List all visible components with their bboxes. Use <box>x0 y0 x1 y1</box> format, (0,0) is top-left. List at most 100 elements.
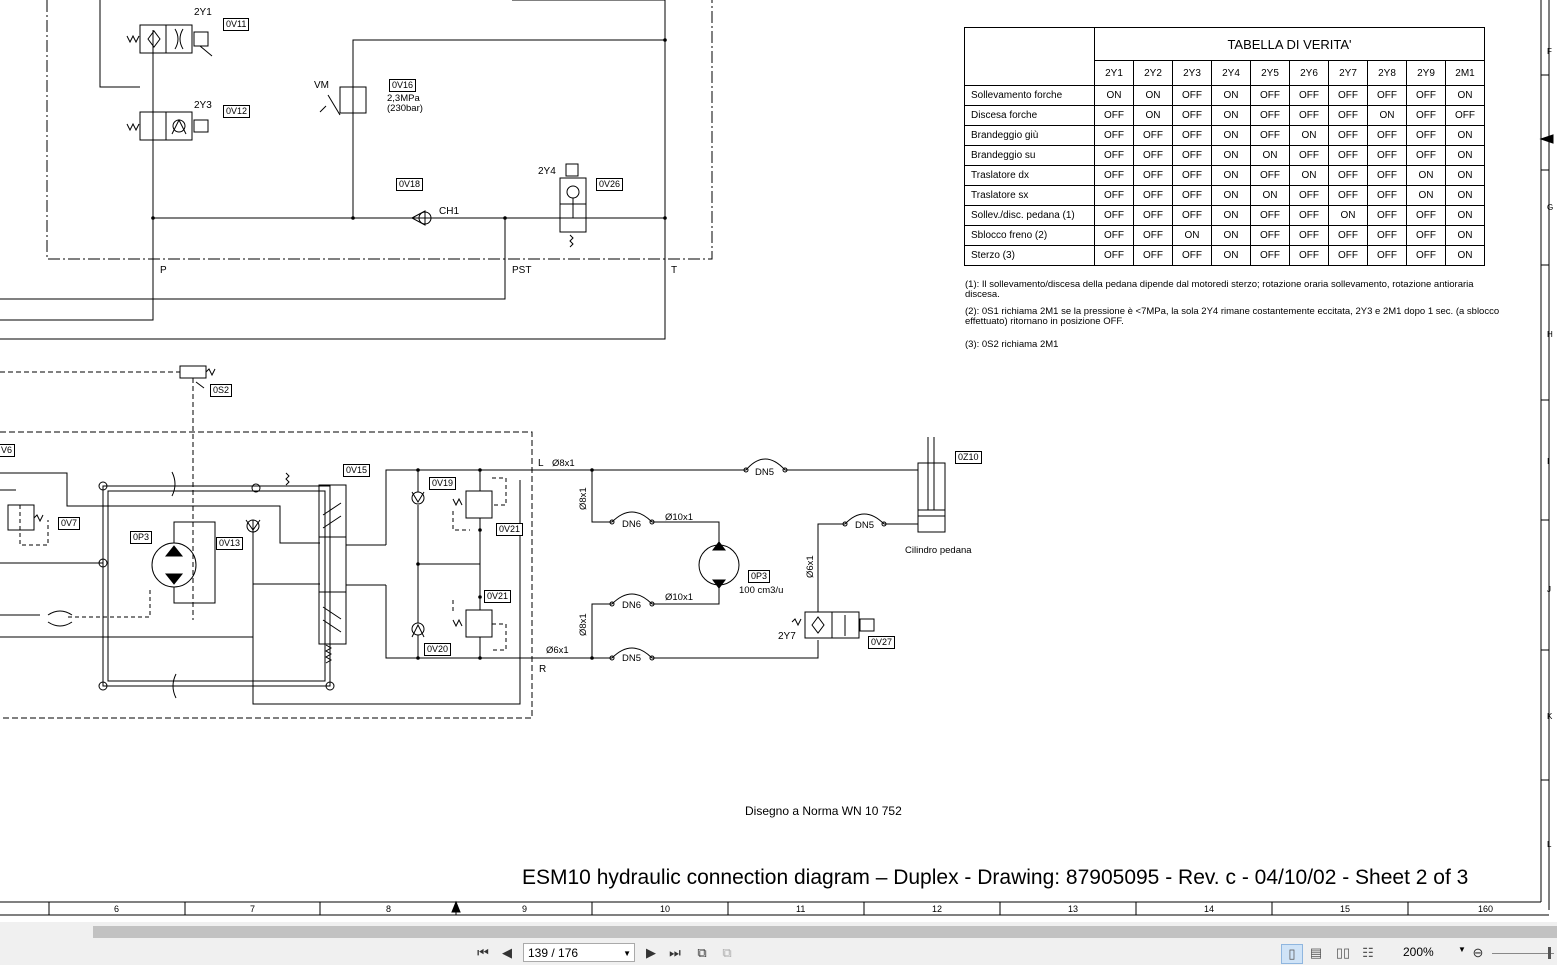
table-cell: OFF <box>1445 105 1485 126</box>
zoom-level[interactable]: 200% <box>1403 945 1434 959</box>
table-cell: ON <box>1445 145 1485 166</box>
label-2y1: 2Y1 <box>194 7 212 18</box>
tag-0p3-pump: 0P3 <box>130 531 153 544</box>
table-cell: OFF <box>1133 165 1173 186</box>
table-cell: OFF <box>1406 125 1446 146</box>
row-label: Discesa forche <box>964 105 1095 126</box>
zoom-slider-handle[interactable] <box>1548 947 1551 959</box>
table-cell: OFF <box>1250 205 1290 226</box>
table-cell: ON <box>1133 105 1173 126</box>
table-cell: OFF <box>1250 105 1290 126</box>
truth-table-col-header: 2Y7 <box>1328 60 1368 86</box>
ruler-right-label: F <box>1547 47 1552 56</box>
table-cell: ON <box>1094 85 1134 106</box>
table-cell: OFF <box>1094 245 1134 266</box>
next-view-icon[interactable]: ⧉ <box>722 945 732 960</box>
truth-table-col-header: 2Y9 <box>1406 60 1446 86</box>
two-page-continuous-icon[interactable]: ☷ <box>1362 945 1374 960</box>
label-pressure-mpa: 2,3MPa <box>387 93 420 104</box>
page-selector[interactable]: 139 / 176 ▼ <box>523 943 635 962</box>
label-dn6-lower: DN6 <box>622 600 642 611</box>
scrollbar-thumb[interactable] <box>93 926 1557 938</box>
label-pipe-8x1-upper: Ø8x1 <box>578 487 589 510</box>
zoom-out-icon[interactable]: ⊖ <box>1472 945 1484 960</box>
port-p: P <box>160 265 167 276</box>
tag-0v11: 0V11 <box>223 18 250 31</box>
tag-0v18: 0V18 <box>396 178 424 191</box>
table-cell: OFF <box>1250 165 1290 186</box>
label-pipe-8x1-lower: Ø8x1 <box>578 613 589 636</box>
zoom-dropdown-icon[interactable]: ▼ <box>1458 945 1466 954</box>
single-page-view-icon[interactable]: ▯ <box>1281 944 1303 964</box>
ruler-right-label: L <box>1547 840 1552 849</box>
table-cell: OFF <box>1328 145 1368 166</box>
page-indicator: 139 / 176 <box>528 946 579 960</box>
label-2y4: 2Y4 <box>538 166 556 177</box>
prev-page-icon[interactable]: ◀ <box>502 945 512 960</box>
label-pipe-10x1-lower: Ø10x1 <box>665 592 693 603</box>
tag-0v12: 0V12 <box>223 105 251 118</box>
port-r: R <box>539 664 547 675</box>
ruler-right-label: H <box>1547 330 1553 339</box>
table-cell: OFF <box>1367 145 1407 166</box>
table-cell: ON <box>1211 205 1251 226</box>
note-2: (2): 0S1 richiama 2M1 se la pressione è … <box>965 306 1500 327</box>
table-cell: ON <box>1406 165 1446 186</box>
label-2y7: 2Y7 <box>778 631 796 642</box>
drawing-title: ESM10 hydraulic connection diagram – Dup… <box>522 866 1469 889</box>
table-cell: OFF <box>1133 185 1173 206</box>
first-page-icon[interactable]: ⏮ <box>477 945 489 960</box>
table-cell: ON <box>1211 185 1251 206</box>
norm-text: Disegno a Norma WN 10 752 <box>745 804 902 818</box>
table-cell: OFF <box>1172 105 1212 126</box>
table-cell: OFF <box>1094 145 1134 166</box>
table-cell: OFF <box>1250 245 1290 266</box>
table-cell: OFF <box>1094 185 1134 206</box>
table-cell: OFF <box>1172 185 1212 206</box>
row-label: Sblocco freno (2) <box>964 225 1095 246</box>
table-cell: OFF <box>1172 165 1212 186</box>
tag-0p3-motor: 0P3 <box>748 570 771 583</box>
zoom-slider[interactable] <box>1492 953 1554 954</box>
last-page-icon[interactable]: ⏭ <box>669 945 681 960</box>
next-page-icon[interactable]: ▶ <box>646 945 656 960</box>
table-cell: OFF <box>1328 85 1368 106</box>
label-dn5-right: DN5 <box>855 520 875 531</box>
table-cell: OFF <box>1094 125 1134 146</box>
table-cell: OFF <box>1094 105 1134 126</box>
table-cell: OFF <box>1328 245 1368 266</box>
table-cell: ON <box>1367 105 1407 126</box>
label-pipe-6x1-vertical: Ø6x1 <box>805 555 816 578</box>
table-cell: OFF <box>1406 225 1446 246</box>
table-cell: OFF <box>1289 85 1329 106</box>
port-pst: PST <box>512 265 532 276</box>
label-cylinder: Cilindro pedana <box>905 545 972 556</box>
table-cell: ON <box>1211 125 1251 146</box>
table-cell: ON <box>1211 145 1251 166</box>
truth-table-col-header: 2Y2 <box>1133 60 1173 86</box>
port-l: L <box>538 458 544 469</box>
ruler-bottom-label: 9 <box>522 904 528 914</box>
tag-0v27: 0V27 <box>868 636 896 649</box>
horizontal-scrollbar[interactable] <box>0 922 1557 939</box>
previous-view-icon[interactable]: ⧉ <box>697 945 707 960</box>
chevron-down-icon[interactable]: ▼ <box>623 949 631 958</box>
table-cell: ON <box>1445 125 1485 146</box>
tag-0v13: 0V13 <box>216 537 244 550</box>
table-cell: OFF <box>1328 165 1368 186</box>
row-label: Brandeggio giù <box>964 125 1095 146</box>
table-cell: OFF <box>1406 245 1446 266</box>
ruler-bottom-label: 10 <box>660 904 671 914</box>
continuous-view-icon[interactable]: ▤ <box>1309 945 1323 960</box>
two-page-view-icon[interactable]: ▯▯ <box>1335 945 1351 960</box>
table-cell: ON <box>1211 85 1251 106</box>
table-cell: OFF <box>1406 85 1446 106</box>
table-cell: OFF <box>1133 125 1173 146</box>
row-label: Sollev./disc. pedana (1) <box>964 205 1095 226</box>
hydraulic-schematic <box>0 0 1554 916</box>
table-cell: OFF <box>1367 205 1407 226</box>
row-label: Brandeggio su <box>964 145 1095 166</box>
